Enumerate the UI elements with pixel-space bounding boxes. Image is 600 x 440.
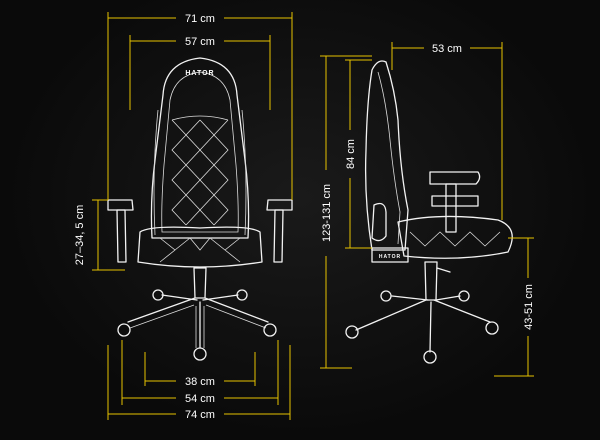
brand-logo-front: HATOR xyxy=(185,70,214,77)
side-view-chair: HATOR xyxy=(345,60,513,364)
front-dim-54: 54 cm xyxy=(121,340,279,405)
front-dim-38: 38 cm xyxy=(144,352,256,388)
label-overall-width: 71 cm xyxy=(185,13,215,25)
label-depth: 53 cm xyxy=(432,43,462,55)
label-backrest-width: 57 cm xyxy=(185,36,215,48)
side-dim-43: 43-51 cm xyxy=(494,237,535,377)
label-total-height: 123-131 cm xyxy=(321,184,333,242)
front-dim-71: 71 cm xyxy=(107,12,293,200)
label-seat-height: 43-51 cm xyxy=(523,284,535,330)
label-seat-depth: 54 cm xyxy=(185,393,215,405)
front-dim-armrest: 27–34, 5 cm xyxy=(74,199,125,271)
quilt-pattern xyxy=(171,115,229,226)
label-seat-width: 38 cm xyxy=(185,376,215,388)
label-armrest-height: 27–34, 5 cm xyxy=(74,205,86,266)
front-dim-57: 57 cm xyxy=(129,35,271,110)
label-base-width: 74 cm xyxy=(185,409,215,421)
side-dim-84: 84 cm xyxy=(345,59,372,249)
brand-logo-side: HATOR xyxy=(379,254,401,260)
side-dim-123: 123-131 cm xyxy=(320,55,372,369)
label-backrest-height: 84 cm xyxy=(345,139,357,169)
front-dim-74: 74 cm xyxy=(107,345,291,421)
side-dim-53: 53 cm xyxy=(391,42,503,220)
front-view-chair: HATOR xyxy=(107,57,293,361)
